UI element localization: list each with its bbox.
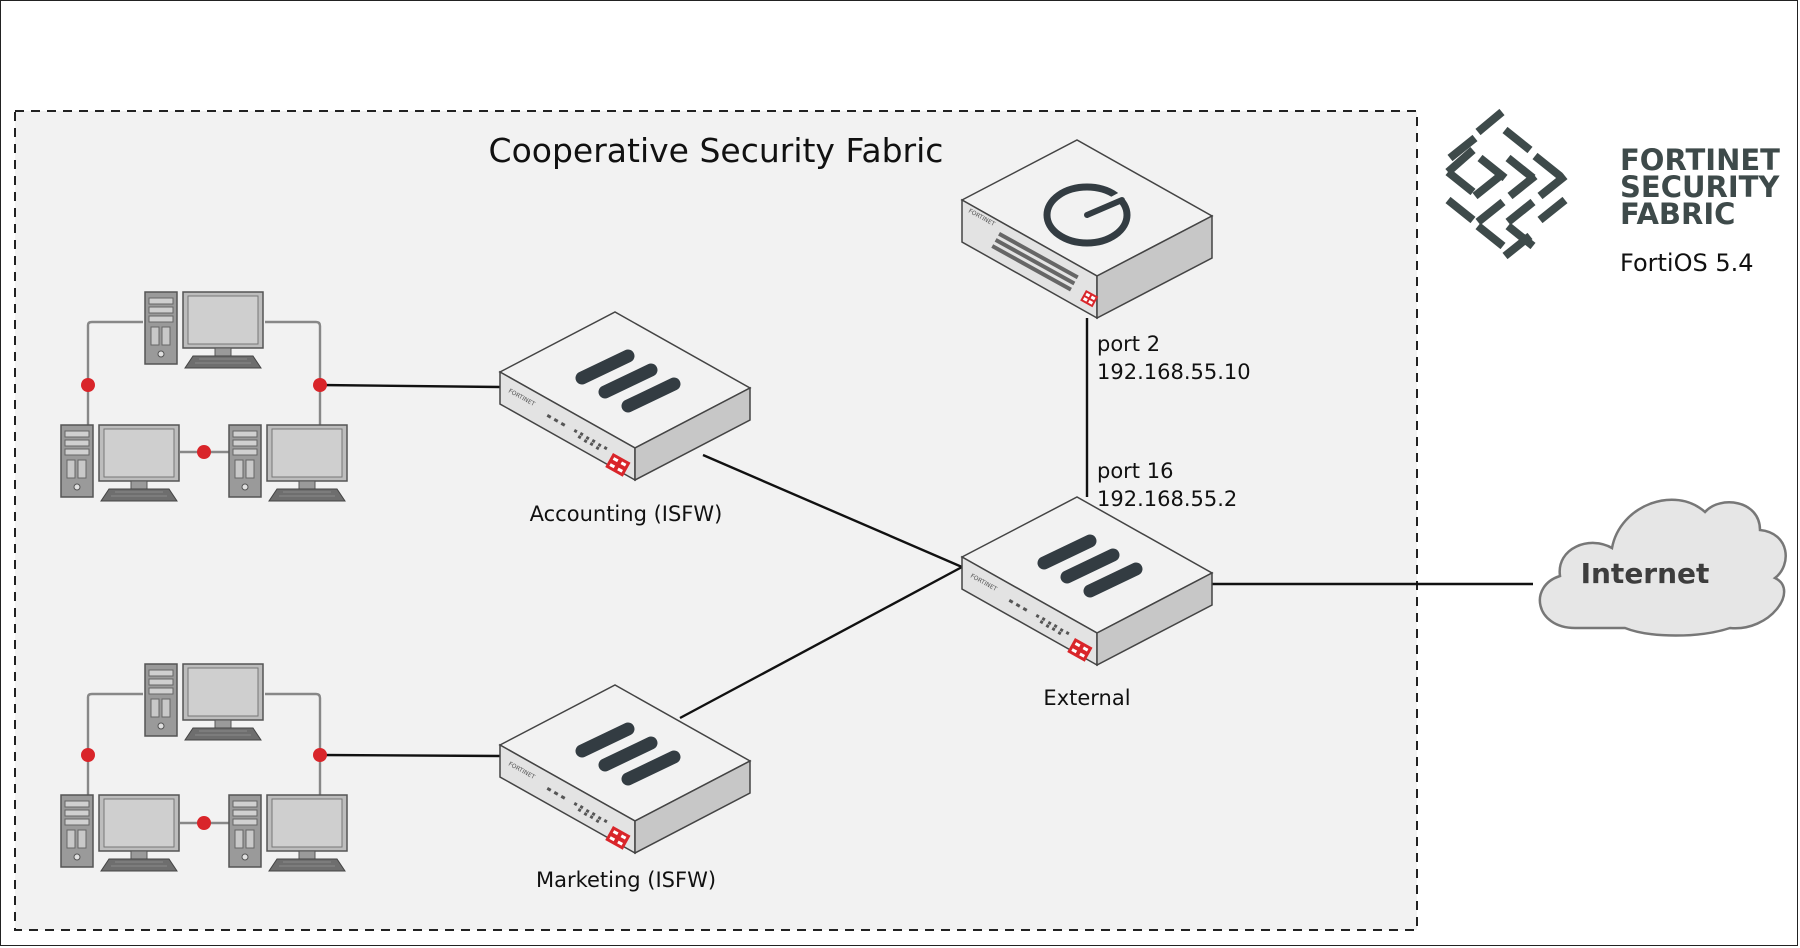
accounting-lan [60,291,348,502]
pc-marketing-3 [228,794,348,872]
port-a-ip: 192.168.55.10 [1097,360,1251,384]
brand-line-2: SECURITY [1620,170,1780,204]
pc-marketing-1 [144,663,264,741]
node-dot [81,748,95,762]
port-b-ip: 192.168.55.2 [1097,487,1237,511]
internet-label: Internet [1581,557,1710,590]
marketing-label: Marketing (ISFW) [536,868,716,892]
fabric-title: Cooperative Security Fabric [489,131,944,170]
analyzer-appliance: FORTINET [960,139,1214,320]
security-fabric-logo: FORTINET SECURITY FABRIC FortiOS 5.4 [1445,108,1780,277]
pc-accounting-3 [228,424,348,502]
node-dot [313,748,327,762]
marketing-lan [60,663,348,872]
brand-line-3: FABRIC [1620,197,1735,231]
pc-accounting-2 [60,424,180,502]
external-label: External [1043,686,1130,710]
accounting-label: Accounting (ISFW) [530,502,723,526]
node-dot [197,445,211,459]
fortios-version: FortiOS 5.4 [1620,249,1754,277]
node-dot [313,378,327,392]
link-lines [319,318,1533,758]
port-b-name: port 16 [1097,459,1173,483]
pc-marketing-2 [60,794,180,872]
node-dot [197,816,211,830]
port-a-name: port 2 [1097,332,1160,356]
node-dot [81,378,95,392]
pc-accounting-1 [144,291,264,369]
internet-cloud: Internet [1538,498,1787,637]
brand-line-1: FORTINET [1620,143,1780,177]
fabric-weave-icon [1445,108,1568,260]
